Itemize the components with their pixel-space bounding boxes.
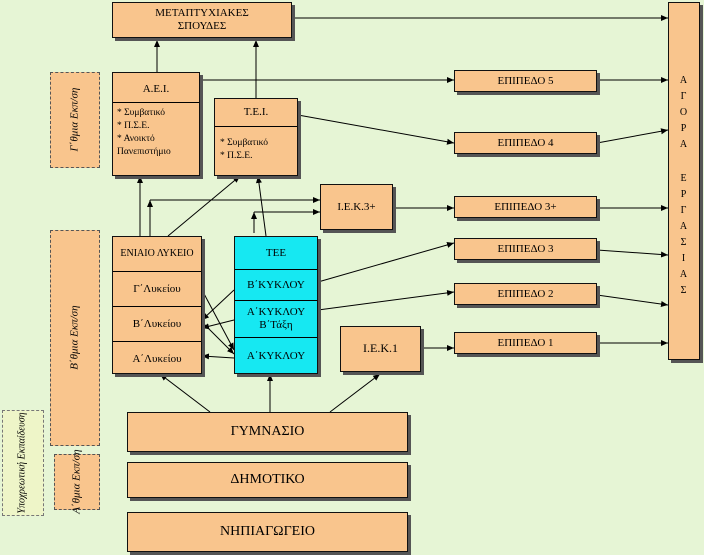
label-protovathmia: Α΄θμια Εκπ/ση [54,450,100,514]
g-lykeiou: Γ΄Λυκείου [113,272,201,307]
eniaio-title: ΕΝΙΑΙΟ ΛΥΚΕΙΟ [113,237,201,272]
label-defterovathmia: Β΄θμια Εκπ/ση [50,230,100,446]
box-iek1: Ι.Ε.Κ.1 [340,326,421,372]
a-kyklou-b-taxi: Α΄ΚΥΚΛΟΥ Β΄Τάξη [235,301,317,338]
b-kyklou: Β΄ΚΥΚΛΟΥ [235,270,317,301]
a-lykeiou: Α΄Λυκείου [132,353,182,365]
arrow-tee-tei [255,175,267,237]
tei-title: Τ.Ε.Ι. [243,106,269,118]
arrow-gym-lykeio [159,373,211,413]
arrow-bkyklou-ep3 [317,242,455,283]
agora-letter: Σ [680,285,688,296]
arrow-tei-ep4 [297,114,455,145]
label-ypoxreotiki: Υποχρεωτική Εκπαίδευση [2,410,44,516]
box-metaptyxiakes: ΜΕΤΑΠΤΥΧΙΑΚΕΣ ΣΠΟΥΔΕΣ [112,2,292,38]
arrow-ep3-agora [596,249,669,258]
box-epipedo3plus: ΕΠΙΠΕΔΟ 3+ [454,196,597,218]
aei-list: * Συμβατικό * Π.Σ.Ε. * Ανοικτό Πανεπιστή… [117,108,171,157]
box-dimotiko: ΔΗΜΟΤΙΚΟ [127,462,408,498]
agora-letter: Ρ [680,123,688,134]
box-epipedo4: ΕΠΙΠΕΔΟ 4 [454,132,597,154]
box-epipedo3: ΕΠΙΠΕΔΟ 3 [454,238,597,260]
box-tei: Τ.Ε.Ι. * Συμβατικό * Π.Σ.Ε. [214,98,298,176]
tei-list: * Συμβατικό * Π.Σ.Ε. [220,138,268,161]
box-aei: Α.Ε.Ι. * Συμβατικό * Π.Σ.Ε. * Ανοικτό Πα… [112,72,200,176]
agora-letter: Α [679,139,689,150]
label-tritovathmia: Γ΄θμια Εκπ/ση [50,72,100,168]
box-epipedo2: ΕΠΙΠΕΔΟ 2 [454,283,597,305]
arrow-bkyklou-blyk [201,289,235,321]
box-eniaio-lykeio: ΕΝΙΑΙΟ ΛΥΚΕΙΟ Γ΄Λυκείου Β΄Λυκείου Α΄Λυκε… [112,236,202,374]
arrow-glyk-akyklou [201,289,235,351]
box-iek3: Ι.Ε.Κ.3+ [320,184,393,230]
agora-letter: Α [679,221,689,232]
agora-letter: Γ [680,205,688,216]
aei-title: Α.Ε.Ι. [142,83,170,95]
box-nipiagogeio: ΝΗΠΙΑΓΩΓΕΙΟ [127,512,408,552]
arrow-akyklou-ep2 [317,289,455,311]
arrow-lykeio-tei [167,175,241,237]
arrow-ep4-agora [596,128,669,144]
box-epipedo1: ΕΠΙΠΕΔΟ 1 [454,332,597,354]
b-lykeiou: Β΄Λυκείου [113,307,201,342]
agora-letter: Γ [680,91,688,102]
box-tee: ΤΕΕ Β΄ΚΥΚΛΟΥ Α΄ΚΥΚΛΟΥ Β΄Τάξη Α΄ΚΥΚΛΟΥ [234,236,318,374]
agora-letter: Ε [680,173,688,184]
agora-letter: Σ [680,237,688,248]
arrow-akyklou-alyk [201,353,235,360]
arrow-gym-iek1 [329,373,381,413]
a-kyklou: Α΄ΚΥΚΛΟΥ [246,350,306,362]
box-gymnasio: ΓΥΜΝΑΣΙΟ [127,412,408,452]
agora-letter: Α [679,269,689,280]
agora-letter: Ρ [680,189,688,200]
tee-title: ΤΕΕ [235,237,317,270]
agora-letter: Ι [681,253,687,264]
arrow-blyk-akyklou [201,321,235,355]
arrow-ep2-agora [596,294,669,307]
agora-letter: Ο [679,107,689,118]
agora-letter: Α [679,75,689,86]
box-epipedo5: ΕΠΙΠΕΔΟ 5 [454,70,597,92]
